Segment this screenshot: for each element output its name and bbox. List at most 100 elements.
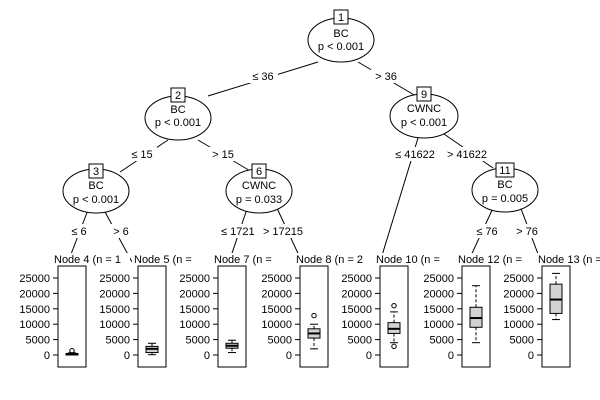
inner-node: 1 BC p < 0.001 [307, 9, 375, 63]
axis-tick-label: 15000 [99, 304, 130, 316]
node-pvalue: p = 0.033 [236, 194, 282, 206]
axis-tick-label: 10000 [503, 319, 534, 331]
node-id: 2 [175, 90, 181, 102]
axis-tick-label: 10000 [179, 319, 210, 331]
terminal-node-title: Node 8 (n = 2 [296, 254, 363, 266]
node-variable: BC [170, 104, 185, 116]
axis-tick-label: 20000 [99, 288, 130, 300]
edge-label: ≤ 6 [71, 226, 86, 238]
axis-tick-label: 25000 [423, 273, 454, 285]
node-pvalue: p < 0.001 [155, 117, 201, 129]
node-pvalue: p < 0.001 [401, 117, 447, 129]
node-id-box [88, 163, 104, 179]
axis-tick-label: 15000 [503, 304, 534, 316]
axis-tick-label: 5000 [268, 335, 292, 347]
terminal-node: Node 13 (n = 100500010000150002000025000 [503, 253, 600, 368]
outlier-point [311, 312, 317, 319]
inner-node: 11 BC p = 0.005 [471, 162, 539, 213]
outlier-point [391, 343, 397, 350]
node-id-box [416, 86, 432, 102]
node-id-box [333, 9, 349, 25]
edge-label: ≤ 36 [252, 71, 273, 83]
axis-tick-label: 0 [204, 350, 210, 362]
node-variable: BC [88, 180, 103, 192]
terminal-title-bg [456, 253, 534, 265]
terminal-node: Node 4 (n = 1 0 5000 10000 15000 20000 25000 [19, 253, 130, 368]
axis-tick-label: 5000 [26, 335, 50, 347]
terminal-node-title: Node 12 (n = [458, 254, 522, 266]
terminal-node-title: Node 5 (n = [134, 254, 192, 266]
outlier-point [391, 303, 397, 309]
node-variable: BC [497, 179, 512, 191]
edge-label: > 36 [375, 71, 397, 83]
axis-tick-label: 10000 [423, 319, 454, 331]
terminal-node: Node 12 (n = 0 5000 10000 15000 20000 25000 [423, 253, 534, 368]
axis-tick-label: 0 [124, 350, 130, 362]
terminal-panel [299, 265, 329, 368]
axis-tick-label: 5000 [430, 335, 454, 347]
axis-tick-label: 20000 [341, 288, 372, 300]
axis-tick-label: 20000 [423, 288, 454, 300]
node-ellipse [307, 17, 375, 63]
axis-tick-label: 15000 [261, 304, 292, 316]
edge-label: > 41622 [447, 149, 487, 161]
edge-label: ≤ 41622 [395, 149, 435, 161]
terminal-title-bg [212, 253, 290, 265]
node-pvalue: p < 0.001 [73, 194, 119, 206]
axis-tick-label: 20000 [179, 288, 210, 300]
axis-tick-label: 20000 [19, 288, 50, 300]
axis-tick-label: 0 [448, 350, 454, 362]
terminal-title-bg [52, 253, 130, 265]
terminal-node-title: Node 4 (n = 1 [54, 254, 121, 266]
axis-tick-label: 0 [44, 350, 50, 362]
node-id: 11 [499, 165, 510, 177]
axis-tick-label: 15000 [341, 304, 372, 316]
node-id-box [251, 163, 267, 179]
node-pvalue: p < 0.001 [318, 41, 364, 53]
terminal-node: Node 7 (n = 0 5000 10000 15000 20000 25000 [179, 253, 290, 368]
edge-label: ≤ 1721 [221, 226, 255, 238]
axis-tick-label: 10000 [99, 319, 130, 331]
terminal-title-bg [536, 253, 600, 265]
terminal-node: Node 5 (n = 0 5000 10000 15000 20000 25000 [99, 253, 210, 368]
node-id: 1 [338, 12, 344, 24]
axis-tick-label: 25000 [261, 273, 292, 285]
edge-label: ≤ 76 [476, 226, 497, 238]
node-pvalue: p = 0.005 [482, 193, 528, 205]
node-variable: CWNC [242, 180, 276, 192]
axis-tick-label: 20000 [261, 288, 292, 300]
outlier-point [69, 347, 75, 354]
axis-tick-label: 5000 [348, 335, 372, 347]
axis-tick-label: 15000 [19, 304, 50, 316]
node-variable: CWNC [407, 103, 441, 115]
terminal-panel [541, 265, 571, 368]
node-id-box [170, 87, 186, 103]
axis-tick-label: 15000 [423, 304, 454, 316]
terminal-panel [217, 265, 247, 368]
axis-tick-label: 10000 [341, 319, 372, 331]
terminal-title-bg [294, 253, 372, 265]
inner-node: 9 CWNC p < 0.001 [389, 86, 459, 139]
axis-tick-label: 5000 [510, 335, 534, 347]
axis-tick-label: 10000 [19, 319, 50, 331]
edge-label: > 17215 [263, 226, 303, 238]
terminal-node-title: Node 13 (n = 10 [538, 254, 600, 266]
edge-label: ≤ 15 [131, 149, 152, 161]
axis-tick-label: 10000 [261, 319, 292, 331]
terminal-nodes: Node 4 (n = 10500010000150002000025000No… [19, 253, 600, 368]
axis-tick-label: 5000 [106, 335, 130, 347]
axis-tick-label: 25000 [503, 273, 534, 285]
terminal-panel [57, 265, 87, 368]
terminal-node-title: Node 7 (n = [214, 254, 272, 266]
axis-tick-label: 25000 [341, 273, 372, 285]
edge-labels: ≤ 36 > 36 ≤ 15 > 15 ≤ 6 > 6 ≤ 1721 > 172… [66, 69, 542, 238]
edge-label: > 15 [212, 149, 234, 161]
terminal-node: Node 8 (n = 2 0 5000 10000 15000 20000 25000 [261, 253, 372, 368]
axis-tick-label: 0 [528, 350, 534, 362]
axis-tick-label: 0 [366, 350, 372, 362]
axis-tick-label: 25000 [99, 273, 130, 285]
terminal-title-bg [374, 253, 452, 265]
inner-node: 6 CWNC p = 0.033 [225, 163, 293, 214]
